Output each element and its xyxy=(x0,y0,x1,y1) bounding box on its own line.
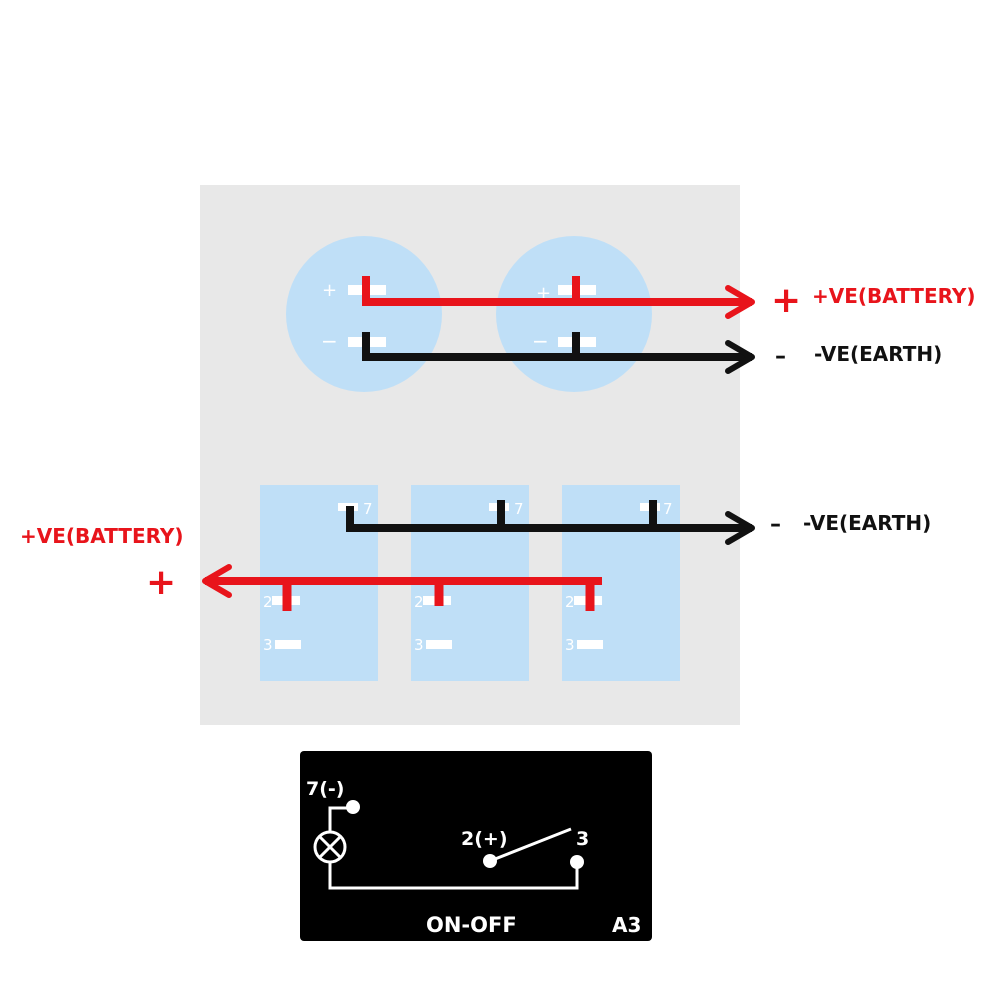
switch-1-pin7-label: 7 xyxy=(363,500,373,518)
switch-2-pin3-terminal xyxy=(426,640,452,649)
switch-1-pin3-label: 3 xyxy=(263,636,273,654)
top-negative-sign: – xyxy=(775,344,786,369)
bottom-negative-wire xyxy=(346,500,755,545)
lamp-icon xyxy=(313,830,347,864)
switch-2-pin7-label: 7 xyxy=(514,500,524,518)
top-negative-wire xyxy=(362,332,755,374)
schematic-pin3-node xyxy=(570,855,584,869)
switch-2-pin2-label: 2 xyxy=(414,593,424,611)
bottom-positive-label: +VE(BATTERY) xyxy=(20,524,184,548)
switch-3-pin3-terminal xyxy=(577,640,603,649)
switch-2-pin3-label: 3 xyxy=(414,636,424,654)
top-positive-label: +VE(BATTERY) xyxy=(812,284,976,308)
socket-right: + − xyxy=(496,236,652,392)
switch-1-pin3-terminal xyxy=(275,640,301,649)
socket-left-plus-mark: + xyxy=(322,280,337,301)
schematic-pin2-node xyxy=(483,854,497,868)
schematic-model-label: A3 xyxy=(612,913,641,937)
switch-3-pin3-label: 3 xyxy=(565,636,575,654)
bottom-negative-sign: – xyxy=(770,512,781,537)
bottom-positive-arrowhead xyxy=(202,564,232,598)
top-negative-label: -VE(EARTH) xyxy=(814,342,942,366)
schematic-pin3-label: 3 xyxy=(576,828,589,850)
socket-left-minus-mark: − xyxy=(321,329,338,353)
top-positive-wire xyxy=(362,276,755,319)
schematic-pin2-label: 2(+) xyxy=(461,828,508,850)
switch-3-pin7-label: 7 xyxy=(663,500,673,518)
socket-right-minus-mark: − xyxy=(532,329,549,353)
top-negative-arrowhead xyxy=(725,340,755,374)
schematic-pin7-node xyxy=(346,800,360,814)
schematic-switch-lever xyxy=(489,827,572,863)
top-positive-sign: + xyxy=(771,280,801,321)
schematic-mode-label: ON-OFF xyxy=(426,913,517,937)
top-positive-arrowhead xyxy=(725,285,755,319)
schematic-circuit-path xyxy=(328,806,579,890)
bottom-positive-wire xyxy=(202,564,602,611)
schematic-pin7-label: 7(-) xyxy=(306,778,344,800)
schematic-card: 7(-) 2(+) 3 ON-OFF A3 xyxy=(300,751,652,941)
bottom-positive-sign: + xyxy=(146,562,176,603)
switch-1-pin2-label: 2 xyxy=(263,593,273,611)
switch-3-pin2-label: 2 xyxy=(565,593,575,611)
socket-left: + − xyxy=(286,236,442,392)
bottom-negative-arrowhead xyxy=(725,511,755,545)
bottom-negative-label: -VE(EARTH) xyxy=(803,511,931,535)
